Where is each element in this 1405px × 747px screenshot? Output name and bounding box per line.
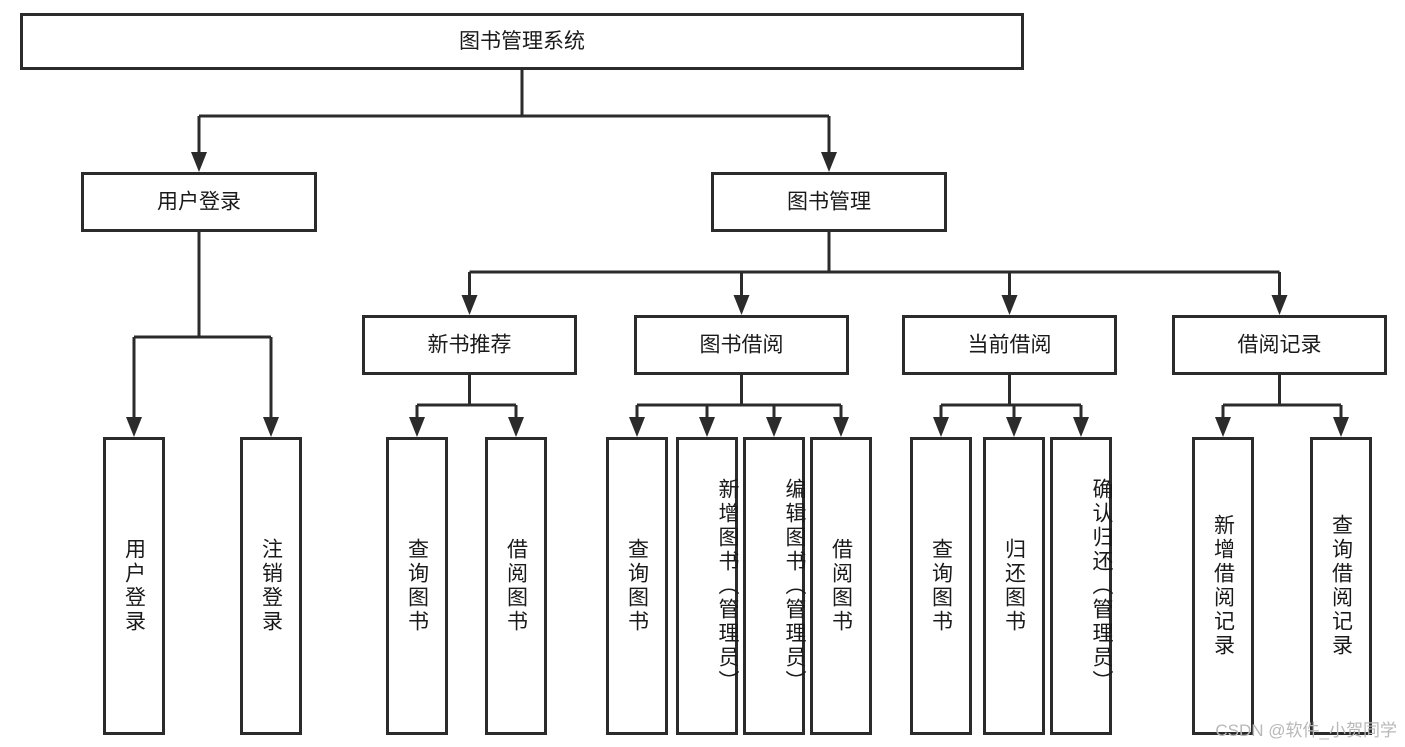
node-label-borrow-record: 借阅记录 (1238, 334, 1322, 357)
borrow-group-arrow-3 (833, 417, 849, 437)
node-label-new-book-recommend: 新书推荐 (428, 334, 512, 357)
record-group-arrow-0 (1215, 417, 1231, 437)
node-box-user-login[interactable] (81, 172, 317, 232)
node-box-borrow-record[interactable] (1172, 315, 1387, 375)
node-box-layer (20, 13, 1387, 735)
node-box-leaf-record-query[interactable] (1310, 437, 1372, 735)
user-login-group-arrow-1 (263, 417, 279, 437)
watermark-text: CSDN @软件_小贺同学 (1215, 721, 1397, 740)
node-box-book-borrow[interactable] (634, 315, 849, 375)
node-label-root: 图书管理系统 (459, 30, 585, 53)
node-box-leaf-recommend-borrow-book[interactable] (485, 437, 547, 735)
arrow-to-user-login (191, 152, 207, 172)
user-login-group-arrow-0 (126, 417, 142, 437)
arrow-to-level3-2 (1001, 295, 1018, 315)
node-box-leaf-record-add[interactable] (1192, 437, 1254, 735)
arrow-to-level3-1 (733, 295, 750, 315)
current-group-arrow-0 (933, 417, 949, 437)
node-box-leaf-borrow-add-book[interactable] (676, 437, 738, 735)
node-label-current-borrow: 当前借阅 (968, 334, 1052, 357)
borrow-group-arrow-1 (699, 417, 715, 437)
node-box-leaf-current-confirm-return[interactable] (1050, 437, 1112, 735)
arrow-to-book-manage (821, 152, 837, 172)
node-box-current-borrow[interactable] (902, 315, 1117, 375)
node-label-book-manage: 图书管理 (787, 191, 871, 214)
current-group-arrow-1 (1006, 417, 1022, 437)
node-box-leaf-user-logout[interactable] (240, 437, 302, 735)
arrow-to-level3-0 (461, 295, 478, 315)
node-box-leaf-borrow-query-book[interactable] (606, 437, 668, 735)
node-box-leaf-borrow-edit-book[interactable] (743, 437, 805, 735)
node-box-leaf-user-login[interactable] (103, 437, 165, 735)
edge-layer (126, 70, 1349, 437)
node-box-root[interactable] (20, 13, 1024, 70)
node-label-user-login: 用户登录 (157, 191, 241, 214)
node-box-book-manage[interactable] (711, 172, 947, 232)
node-box-leaf-current-query-book[interactable] (910, 437, 972, 735)
borrow-group-arrow-2 (766, 417, 782, 437)
node-box-leaf-borrow-borrow-book[interactable] (810, 437, 872, 735)
recommend-group-arrow-0 (409, 417, 425, 437)
node-box-leaf-recommend-query-book[interactable] (386, 437, 448, 735)
node-box-new-book-recommend[interactable] (362, 315, 577, 375)
current-group-arrow-2 (1073, 417, 1089, 437)
record-group-arrow-1 (1333, 417, 1349, 437)
node-label-book-borrow: 图书借阅 (700, 334, 784, 357)
node-box-leaf-current-return-book[interactable] (983, 437, 1045, 735)
borrow-group-arrow-0 (629, 417, 645, 437)
recommend-group-arrow-1 (508, 417, 524, 437)
arrow-to-level3-3 (1271, 295, 1288, 315)
